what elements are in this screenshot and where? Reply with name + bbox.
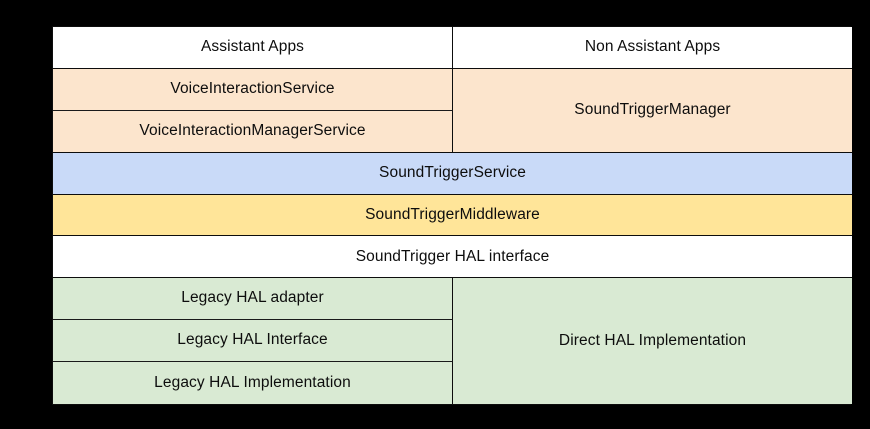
- box-voiceinteractionmanagerservice: VoiceInteractionManagerService: [53, 110, 453, 153]
- box-soundtriggermiddleware: SoundTriggerMiddleware: [53, 194, 852, 237]
- box-legacy-hal-adapter: Legacy HAL adapter: [53, 278, 453, 321]
- box-soundtriggermanager: SoundTriggerManager: [453, 68, 852, 153]
- box-soundtriggerservice: SoundTriggerService: [53, 152, 852, 195]
- box-soundtrigger-hal-interface: SoundTrigger HAL interface: [53, 236, 852, 279]
- column-header-assistant-apps: Assistant Apps: [53, 27, 453, 69]
- box-voiceinteractionservice: VoiceInteractionService: [53, 68, 453, 111]
- soundtrigger-layering-table: Assistant Apps Non Assistant Apps VoiceI…: [52, 26, 852, 405]
- box-direct-hal-implementation: Direct HAL Implementation: [453, 278, 852, 404]
- box-legacy-hal-interface: Legacy HAL Interface: [53, 320, 453, 363]
- column-header-non-assistant-apps: Non Assistant Apps: [453, 27, 852, 69]
- box-legacy-hal-implementation: Legacy HAL Implementation: [53, 362, 453, 404]
